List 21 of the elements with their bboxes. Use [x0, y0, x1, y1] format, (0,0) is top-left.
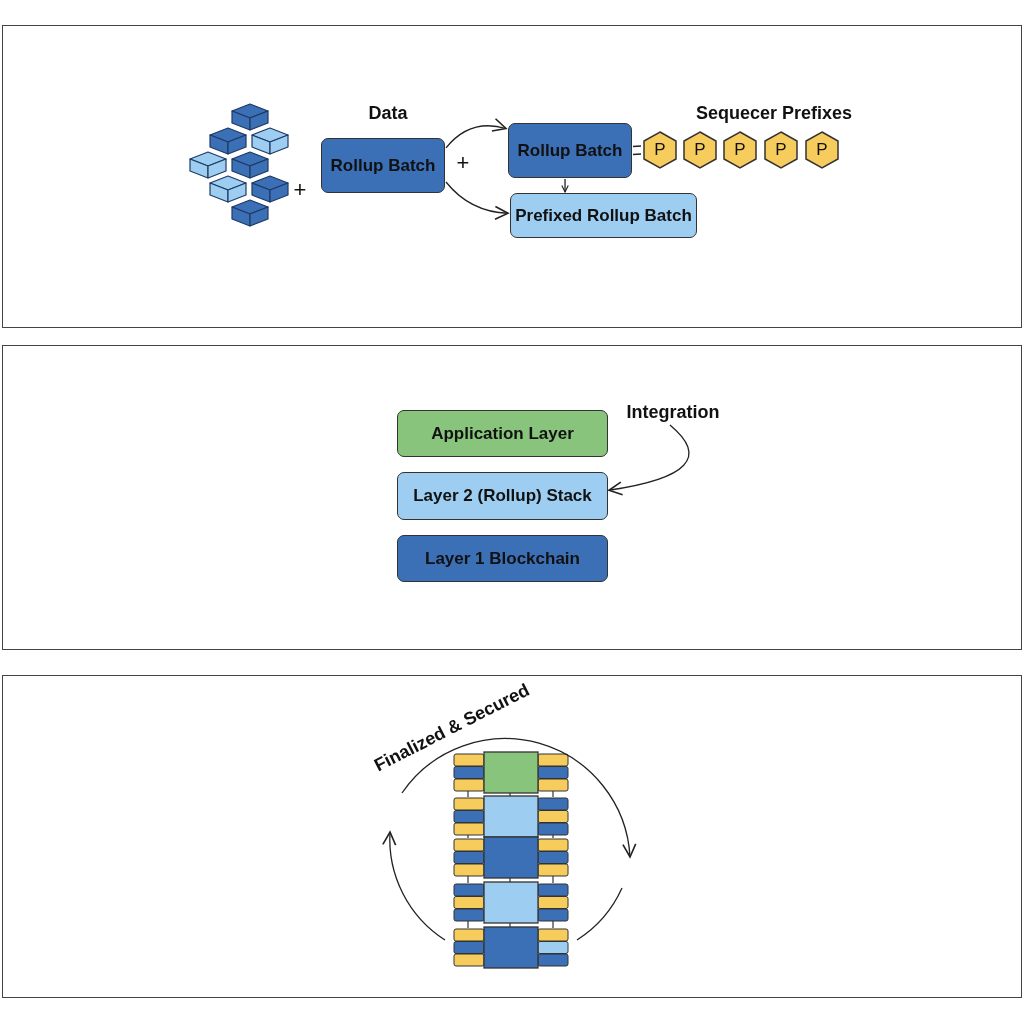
connector-line [632, 145, 642, 156]
prefix-hexagon: P [764, 131, 798, 169]
layer-box: Application Layer [397, 410, 608, 457]
prefix-hexagon: P [805, 131, 839, 169]
heading-label: Data [368, 102, 408, 124]
batch-box: Rollup Batch [508, 123, 632, 178]
prefix-hexagon: P [683, 131, 717, 169]
prefix-hexagon: P [643, 131, 677, 169]
arrow [445, 118, 507, 149]
arrow [608, 424, 690, 496]
prefix-hexagon: P [723, 131, 757, 169]
plus-sign: + [456, 150, 470, 176]
heading-label: Sequecer Prefixes [695, 102, 853, 124]
batch-box: Prefixed Rollup Batch [510, 193, 697, 238]
layer-box: Layer 1 Blockchain [397, 535, 608, 582]
arrow [445, 181, 509, 220]
batch-box: Rollup Batch [321, 138, 445, 193]
arrow [561, 178, 569, 193]
plus-sign: + [293, 177, 307, 203]
integration-label: Integration [622, 400, 724, 424]
layer-box: Layer 2 (Rollup) Stack [397, 472, 608, 520]
